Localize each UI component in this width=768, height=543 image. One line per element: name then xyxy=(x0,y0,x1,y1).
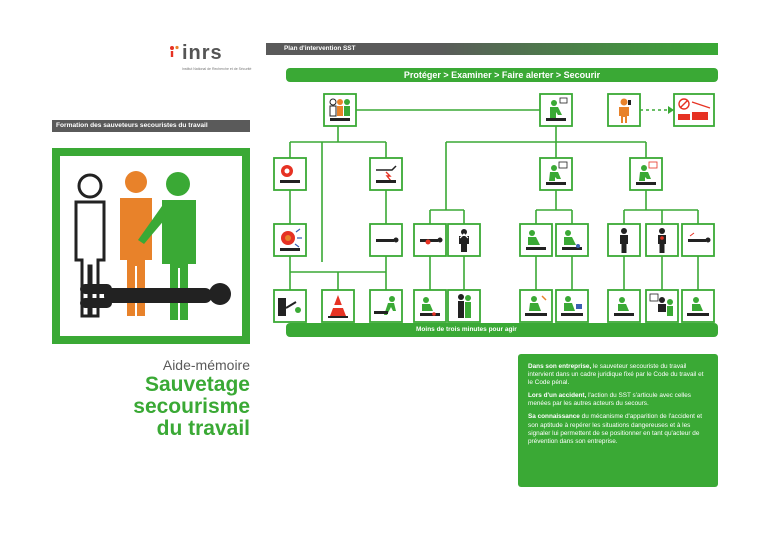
logo-wordmark: inrs xyxy=(182,42,223,64)
standing-victim-icon-2 xyxy=(645,223,679,257)
victim-check-icon xyxy=(539,157,573,191)
info-p2-lead: Lors d'un accident, xyxy=(528,392,587,400)
defibrillator-icon xyxy=(555,289,589,323)
flowchart-connectors xyxy=(289,109,699,290)
warning-cone-icon xyxy=(321,289,355,323)
protect-icon xyxy=(323,93,357,127)
cut-power-icon xyxy=(273,289,307,323)
top-banner: Plan d'intervention SST xyxy=(266,43,718,55)
info-paragraph-1: Dans son entreprise, le sauveteur secour… xyxy=(528,363,708,387)
info-p3-lead: Sa connaissance xyxy=(528,413,580,421)
cover-victim-icon xyxy=(681,289,715,323)
fire-hazard-icon xyxy=(273,157,307,191)
info-p2-text: l'action du SST s'articule avec celles m… xyxy=(528,392,691,408)
lying-victim-icon-2 xyxy=(681,223,715,257)
title-line-2: du travail xyxy=(156,417,250,440)
heimlich-icon xyxy=(447,289,481,323)
intervention-flowchart xyxy=(266,84,718,344)
info-p1-lead: Dans son entreprise, xyxy=(528,363,592,370)
recovery-position-icon xyxy=(607,289,641,323)
choking-icon xyxy=(447,223,481,257)
minutes-bar: Moins de trois minutes pour agir xyxy=(286,323,718,337)
standing-victim-icon xyxy=(607,223,641,257)
victim-check-icon-2 xyxy=(629,157,663,191)
logo-subtitle: Institut National de Recherche et de Séc… xyxy=(182,67,252,71)
bleeding-victim-icon xyxy=(413,223,447,257)
title-line-1: Sauvetage secourisme xyxy=(133,373,250,418)
info-p3-text: du mécanisme d'apparition de l'accident … xyxy=(528,413,703,445)
info-paragraph-3: Sa connaissance du mécanisme d'apparitio… xyxy=(528,413,708,445)
electric-hazard-icon xyxy=(369,157,403,191)
evacuate-icon xyxy=(369,289,403,323)
arrow-right-icon xyxy=(668,106,674,114)
steps-bar: Protéger > Examiner > Faire alerter > Se… xyxy=(286,68,718,82)
inrs-logo: inrs Institut National de Recherche et d… xyxy=(168,40,258,76)
info-p1-text: le sauveteur secouriste du travail inter… xyxy=(528,363,704,387)
orange-person-icon xyxy=(120,171,152,316)
info-box: Dans son entreprise, le sauveteur secour… xyxy=(518,354,718,487)
inrs-mark-icon xyxy=(170,45,179,57)
cpr-icon xyxy=(519,289,553,323)
explosion-icon xyxy=(273,223,307,257)
lying-person-icon xyxy=(80,283,231,308)
examine-icon xyxy=(539,93,573,127)
left-banner: Formation des sauveteurs secouristes du … xyxy=(52,120,250,132)
alert-phone-icon xyxy=(607,93,641,127)
compress-icon xyxy=(413,289,447,323)
aide-memoire-label: Aide-mémoire xyxy=(162,357,250,373)
cover-illustration xyxy=(52,148,250,344)
white-person-icon xyxy=(74,173,106,318)
lying-victim-icon xyxy=(369,223,403,257)
first-aid-icon-2 xyxy=(555,223,589,257)
rescue-services-icon xyxy=(673,93,715,127)
rescuers-illustration-icon xyxy=(74,171,231,320)
document-title: Sauvetage secourisme du travail xyxy=(30,374,250,440)
seated-victim-icon xyxy=(645,289,679,323)
info-paragraph-2: Lors d'un accident, l'action du SST s'ar… xyxy=(528,392,708,408)
first-aid-icon xyxy=(519,223,553,257)
